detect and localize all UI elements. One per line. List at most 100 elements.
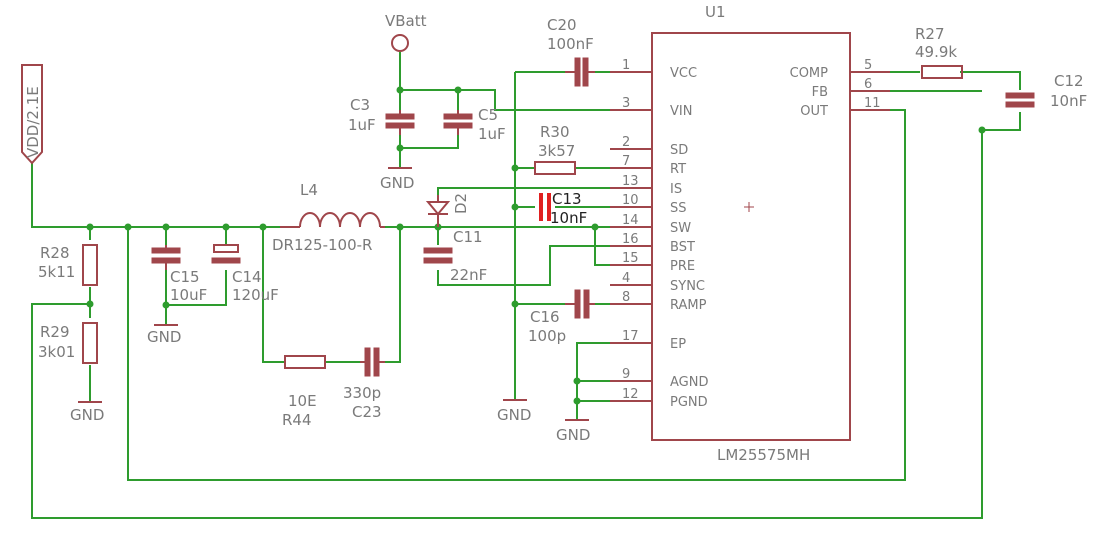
svg-text:R27: R27 [915,25,945,43]
pin-name: SYNC [670,279,705,294]
vbatt-label: VBatt [385,12,427,30]
resistor-r29[interactable]: R29 3k01 [38,322,98,364]
capacitor-c20[interactable]: C20 100nF [547,16,595,87]
capacitor-c15[interactable]: C15 10uF [151,245,207,304]
svg-text:100nF: 100nF [547,35,594,53]
pin-name: SD [670,143,688,158]
svg-text:C12: C12 [1054,72,1084,90]
pin-number: 13 [622,174,639,189]
pin-number: 15 [622,251,639,266]
pin-number: 5 [864,58,872,73]
inductor-l4[interactable]: L4 DR125-100-R [272,181,385,254]
resistor-r28[interactable]: R28 5k11 [38,244,98,286]
resistor-r27[interactable]: R27 49.9k [915,25,963,79]
svg-text:GND: GND [147,328,181,346]
ic-left-pins: 1VCC3VIN2SD7RT13IS10SS14SW16BST15PRE4SYN… [610,58,708,410]
svg-text:GND: GND [497,406,531,424]
capacitor-c11[interactable]: C11 22nF [423,228,487,284]
svg-text:1uF: 1uF [348,116,376,134]
diode-d2[interactable]: D2 [425,193,470,227]
ic-pin-rt[interactable]: 7RT [610,154,686,177]
pin-name: IS [670,182,682,197]
pin-name: RT [670,162,686,177]
ic-pin-fb[interactable]: 6FB [812,77,890,100]
pin-name: EP [670,337,686,352]
ic-ref: U1 [705,3,726,21]
pin-number: 14 [622,213,639,228]
svg-text:22nF: 22nF [450,266,487,284]
pin-name: COMP [790,66,829,81]
svg-text:10nF: 10nF [1050,92,1087,110]
resistor-r44[interactable]: 10E R44 [282,355,326,429]
pin-number: 9 [622,367,630,382]
svg-text:5k11: 5k11 [38,263,75,281]
resistor-r30[interactable]: R30 3k57 [534,123,576,175]
pin-number: 7 [622,154,630,169]
svg-text:GND: GND [380,174,414,192]
ic-u1[interactable]: U1 LM25575MH 1VCC3VIN2SD7RT13IS10SS14SW1… [610,3,890,464]
svg-text:10E: 10E [288,392,317,410]
svg-text:330p: 330p [343,384,381,402]
pin-number: 17 [622,329,639,344]
gnd-c3c5: GND [380,167,414,192]
capacitor-c14[interactable]: C14 120uF [211,244,279,304]
svg-text:3k57: 3k57 [538,142,575,160]
pin-number: 3 [622,96,630,111]
gnd-r29: GND [70,401,104,424]
vbatt-supply: VBatt [385,12,427,52]
capacitor-c3[interactable]: C3 1uF [348,96,415,135]
pin-name: FB [812,85,828,100]
pin-number: 16 [622,232,639,247]
capacitor-c16[interactable]: C16 100p [528,289,595,345]
pin-number: 12 [622,387,639,402]
svg-text:C13: C13 [552,190,582,208]
ic-pin-sd[interactable]: 2SD [610,135,688,158]
svg-text:C5: C5 [478,106,498,124]
svg-text:DR125-100-R: DR125-100-R [272,236,372,254]
svg-text:R28: R28 [40,244,70,262]
svg-text:1uF: 1uF [478,125,506,143]
svg-text:C20: C20 [547,16,577,34]
svg-text:GND: GND [556,426,590,444]
svg-text:C11: C11 [453,228,483,246]
pin-number: 1 [622,58,630,73]
gnd-c15: GND [147,324,181,346]
svg-text:R29: R29 [40,323,70,341]
svg-text:D2: D2 [452,193,470,214]
capacitor-c13[interactable]: C13 10nF [539,190,587,227]
pin-number: 6 [864,77,872,92]
svg-text:10nF: 10nF [550,209,587,227]
capacitor-c23[interactable]: 330p C23 [343,347,385,421]
pin-name: PRE [670,259,695,274]
pin-number: 10 [622,193,639,208]
pin-name: OUT [800,104,828,119]
svg-text:GND: GND [70,406,104,424]
junctions [86,86,986,405]
vdd-label: VDD/2.1E [24,86,42,158]
svg-text:100p: 100p [528,327,566,345]
pin-name: BST [670,240,695,255]
pin-name: VCC [670,66,697,81]
svg-text:120uF: 120uF [232,286,279,304]
ic-value: LM25575MH [717,446,810,464]
gnd-ep: GND [556,419,590,444]
capacitor-c12[interactable]: C12 10nF [1005,72,1087,110]
pin-number: 8 [622,290,630,305]
pin-number: 11 [864,96,881,111]
capacitor-c5[interactable]: C5 1uF [443,106,506,143]
